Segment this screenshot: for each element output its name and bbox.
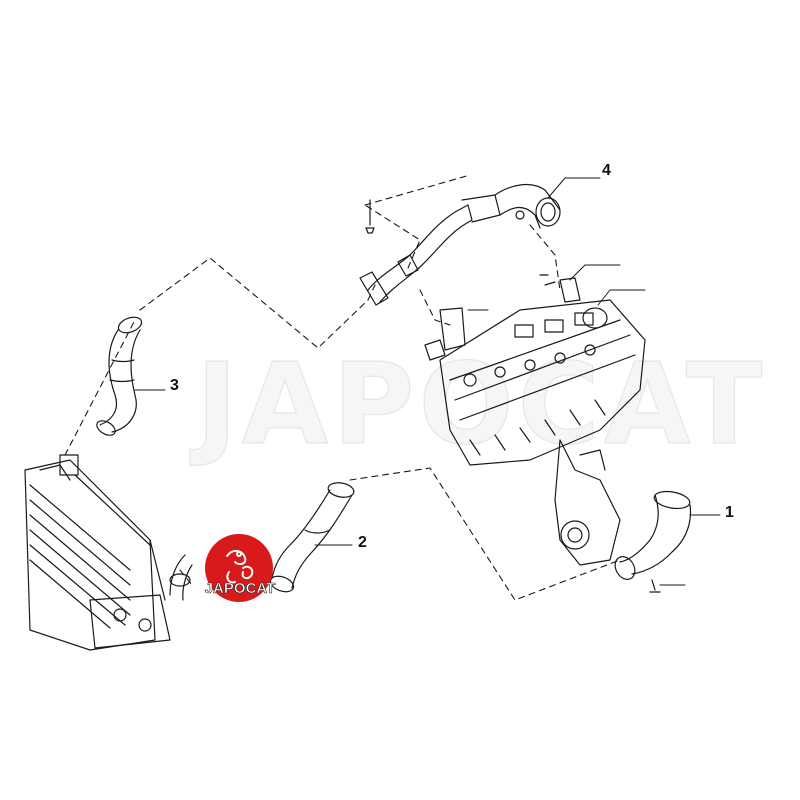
part-label-1: 1: [725, 504, 734, 521]
part-label-2: 2: [358, 534, 367, 551]
part-label-3: 3: [170, 377, 179, 394]
part-label-4: 4: [602, 162, 611, 179]
hose-4: [359, 183, 561, 306]
intercooler: [24, 454, 171, 651]
logo-text: JAPOCAT: [204, 580, 276, 598]
routing-lines: [64, 174, 621, 601]
hose-2: [169, 482, 355, 601]
hose-1: [614, 490, 692, 593]
hose-3: [96, 316, 143, 436]
engine-block: [424, 274, 646, 566]
japocat-logo: [205, 534, 273, 602]
leader-lines: [134, 177, 721, 586]
